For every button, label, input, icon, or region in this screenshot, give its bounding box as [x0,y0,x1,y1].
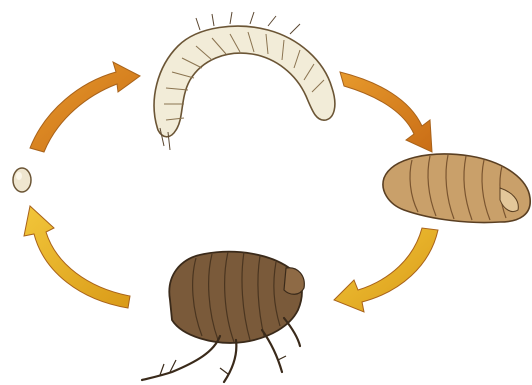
arrow-larva-to-pupa [340,72,432,152]
adult-flea-icon [142,252,304,382]
arrow-egg-to-larva [30,62,140,152]
egg-icon [13,168,31,192]
pupa-icon [383,154,530,222]
arrow-adult-to-egg [24,206,130,308]
arrow-pupa-to-adult [334,228,438,312]
larva-icon [154,12,335,150]
